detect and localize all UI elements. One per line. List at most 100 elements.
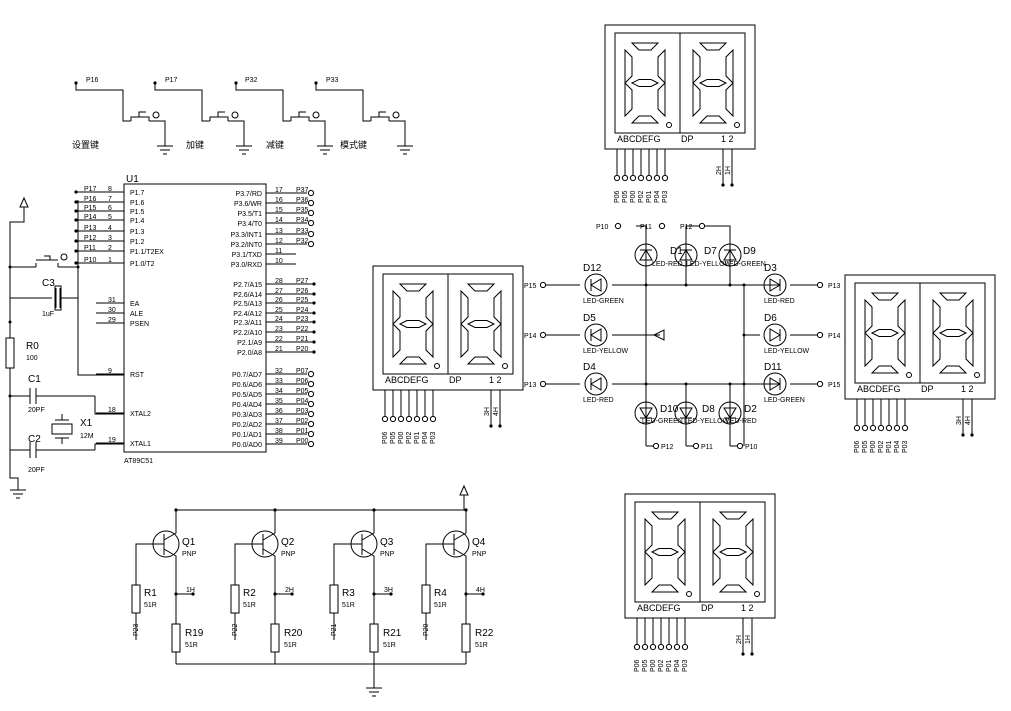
display-pin-net: P06 <box>854 440 861 453</box>
mcu-pin-number: 15 <box>275 207 283 214</box>
led-net-label: P12 <box>680 224 693 231</box>
display-pin-net: P00 <box>398 431 405 444</box>
led-net-label: P13 <box>524 382 537 389</box>
junction-dot <box>312 292 316 296</box>
resistor-ref: R20 <box>284 628 303 639</box>
led-ref: D3 <box>764 263 777 274</box>
switch-net: P32 <box>245 77 258 84</box>
driver-output-net: 4H <box>476 587 485 594</box>
junction-dot <box>730 183 734 187</box>
mcu-pin-name: RST <box>130 372 145 379</box>
led-ref: D8 <box>702 404 715 415</box>
decimal-point <box>906 372 912 378</box>
mcu-net-label: P23 <box>296 316 309 323</box>
display-segment <box>650 584 680 593</box>
display-pin-net: P06 <box>382 431 389 444</box>
c3-ref: C3 <box>42 278 55 289</box>
led-ref: D9 <box>743 246 756 257</box>
display-segment <box>425 322 434 359</box>
mcu-pin-number: 13 <box>275 228 283 235</box>
display-segment <box>644 550 653 587</box>
mcu-pin-name: P1.0/T2 <box>130 261 155 268</box>
resistor-ref: R22 <box>475 628 494 639</box>
resistor-ref: R1 <box>144 588 157 599</box>
led-value: LED-RED <box>583 397 614 404</box>
display-pin-net: P04 <box>894 440 901 453</box>
digit-pin-label: 1 2 <box>741 603 754 613</box>
mcu-pin-name: EA <box>130 301 140 308</box>
mcu-net-label: P04 <box>296 398 309 405</box>
led-triangle <box>769 278 781 292</box>
collector-resistor <box>369 623 379 653</box>
switch-net: P33 <box>326 77 339 84</box>
terminal <box>893 424 901 432</box>
led-value: LED-RED <box>652 261 683 268</box>
wire <box>465 574 483 664</box>
decimal-point <box>734 122 740 128</box>
resistor-value: 51R <box>243 602 256 609</box>
mcu-pin-name: P3.0/RXD <box>231 262 262 269</box>
display-segment <box>466 283 496 292</box>
mcu-pin-number: 19 <box>108 437 116 444</box>
mcu-pin-name: P0.0/AD0 <box>232 442 262 449</box>
mcu-pin-number: 37 <box>275 418 283 425</box>
switch-label: 设置键 <box>72 139 99 151</box>
switch-net: P17 <box>165 77 178 84</box>
mcu-net-label: P02 <box>296 418 309 425</box>
display-segment <box>712 550 721 587</box>
led-value: LED-YELLOW <box>583 348 629 355</box>
display-segment <box>932 298 941 335</box>
display-segment <box>965 331 974 368</box>
mcu-pin-name: P2.4/A12 <box>233 311 262 318</box>
display-segment <box>630 79 660 87</box>
mcu-part: AT89C51 <box>124 458 153 465</box>
display-segment <box>698 115 728 124</box>
mcu-pin-number: 17 <box>275 187 283 194</box>
led-triangle <box>769 328 781 342</box>
led-body <box>763 323 787 347</box>
led-value: LED-GREEN <box>583 298 624 305</box>
display-pin-net: P05 <box>390 431 397 444</box>
terminal <box>421 415 429 423</box>
terminal <box>649 643 657 651</box>
collector-resistor <box>270 623 280 653</box>
mcu-pin-number: 33 <box>275 378 283 385</box>
terminal <box>633 643 641 651</box>
mcu-pin-name: XTAL1 <box>130 441 151 448</box>
display-segment <box>718 548 748 556</box>
led-triangle <box>590 328 602 342</box>
x1-value: 12M <box>80 433 94 440</box>
driver-input-net: P23 <box>133 623 140 636</box>
terminal <box>307 400 315 408</box>
display-segment <box>460 289 469 326</box>
display-pin-net: P01 <box>414 431 421 444</box>
led-net-label: P14 <box>524 333 537 340</box>
display-segment <box>938 329 968 337</box>
display-pin-net: P01 <box>886 440 893 453</box>
mcu-pin-name: P0.7/AD7 <box>232 372 262 379</box>
switch-label: 模式键 <box>340 139 367 151</box>
resistor-ref: R3 <box>342 588 355 599</box>
junction-dot <box>464 592 468 596</box>
mcu-pin-number: 6 <box>108 205 112 212</box>
terminal <box>539 331 547 339</box>
terminal <box>429 415 437 423</box>
display-pin-net: P00 <box>630 190 637 203</box>
junction-dot <box>74 81 78 85</box>
mcu-pin-name: P0.1/AD1 <box>232 432 262 439</box>
transistor-symbol <box>262 510 276 574</box>
mcu-pin-name: P2.0/A8 <box>237 350 262 357</box>
led-ref: D7 <box>704 246 717 257</box>
mcu-pin-number: 12 <box>275 238 283 245</box>
switch-symbol <box>235 83 310 122</box>
r0-resistor <box>5 337 15 369</box>
vcc-symbol <box>19 196 29 208</box>
transistor-type: PNP <box>380 551 395 558</box>
led-net-label: P11 <box>640 224 652 231</box>
ground-symbol <box>149 120 173 155</box>
resistor-ref: R21 <box>383 628 402 639</box>
display-segment <box>398 356 428 365</box>
driver-input-net: P21 <box>331 623 338 636</box>
